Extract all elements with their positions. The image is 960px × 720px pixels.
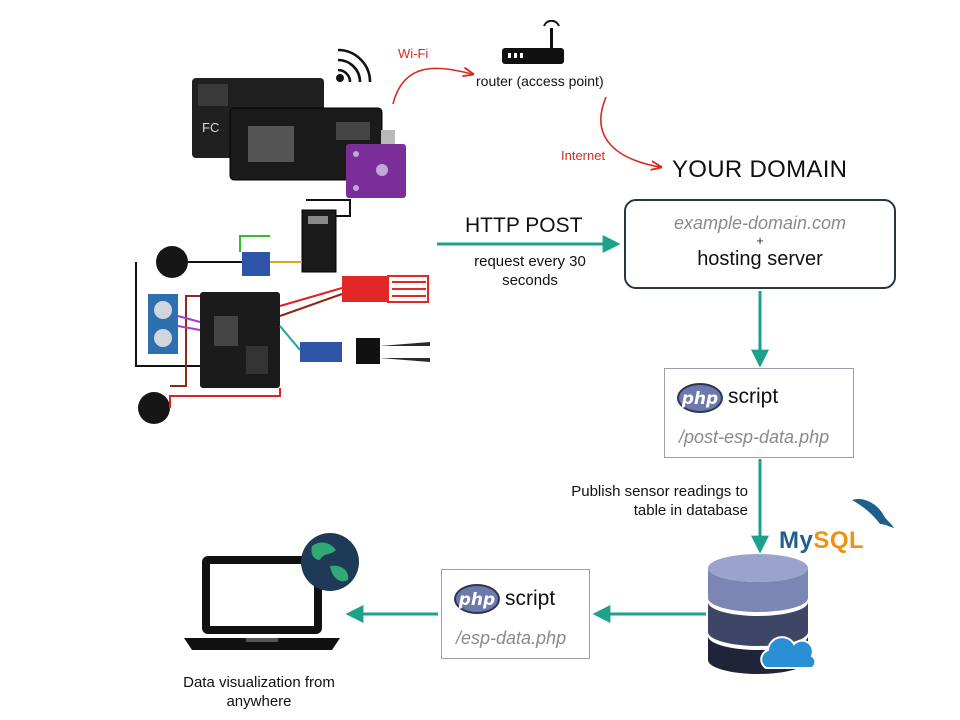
mysql-logo: MySQL xyxy=(779,527,864,555)
esp-boards-illustration: FC xyxy=(192,78,406,198)
mysql-sql-text: SQL xyxy=(813,527,865,554)
php-logo-icon: php xyxy=(677,383,723,413)
sensor-circuit-illustration xyxy=(135,199,430,424)
domain-server-box: example-domain.com + hosting server xyxy=(624,199,896,289)
laptop-icon xyxy=(184,533,359,650)
mysql-dolphin-icon xyxy=(852,498,894,528)
plus-sign: + xyxy=(756,233,764,248)
publish-readings-label: Publish sensor readings to table in data… xyxy=(571,483,748,519)
wifi-label: Wi-Fi xyxy=(398,46,429,61)
cloud-icon xyxy=(760,636,817,669)
http-post-label: HTTP POST xyxy=(465,214,583,237)
data-visualization-label: Data visualization from anywhere xyxy=(183,674,335,710)
hosting-server-label: hosting server xyxy=(697,248,823,270)
wifi-waves-icon xyxy=(336,48,372,83)
router-label: router (access point) xyxy=(476,73,604,89)
internet-arrow xyxy=(600,96,660,167)
router-icon xyxy=(502,20,564,64)
view-script-label: script xyxy=(505,587,556,610)
request-interval-label: request every 30 seconds xyxy=(474,253,586,289)
database-icon xyxy=(708,554,817,674)
post-script-path: /post-esp-data.php xyxy=(679,427,830,447)
post-script-label: script xyxy=(728,385,779,408)
mysql-my-text: My xyxy=(779,527,814,554)
post-script-box: php script /post-esp-data.php xyxy=(664,368,854,458)
internet-label: Internet xyxy=(561,148,606,163)
svg-text:FC: FC xyxy=(202,120,219,135)
view-script-path: /esp-data.php xyxy=(456,628,567,648)
your-domain-title: YOUR DOMAIN xyxy=(672,156,848,183)
view-script-box: php script /esp-data.php xyxy=(441,569,590,659)
globe-icon xyxy=(301,533,359,591)
domain-url: example-domain.com xyxy=(673,213,847,233)
php-logo-icon: php xyxy=(454,584,500,614)
wifi-arrow xyxy=(392,68,472,105)
